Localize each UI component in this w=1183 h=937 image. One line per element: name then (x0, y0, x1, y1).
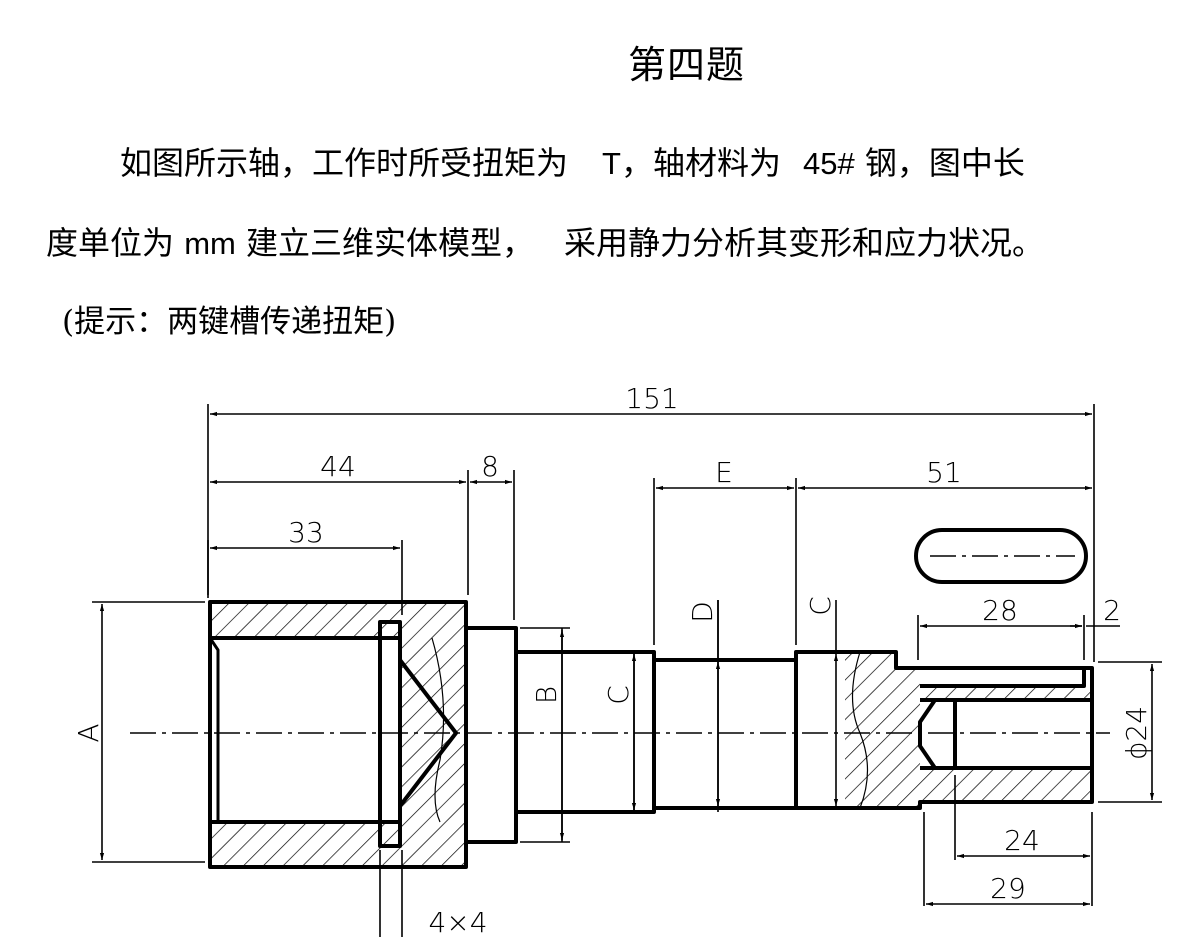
dim-8: 8 (481, 450, 499, 483)
dim-2: 2 (1103, 594, 1121, 627)
problem-paragraph-1: 如图所示轴，工作时所受扭矩为 T，轴材料为 45# 钢，图中长 (120, 138, 1025, 184)
shaft-outline (208, 528, 1094, 869)
dim-D: D (686, 601, 719, 623)
para2-text-a: 度单位为 (46, 224, 175, 262)
problem-title: 第四题 (628, 43, 746, 87)
para1-text-c: 钢，图中长 (864, 144, 1025, 182)
problem-paragraph-2: 度单位为 mm 建立三维实体模型， 采用静力分析其变形和应力状况。 (46, 218, 1044, 264)
dim-28: 28 (982, 594, 1018, 627)
dim-phi24: ϕ24 (1120, 706, 1153, 760)
length-unit: mm (184, 226, 236, 261)
dim-29: 29 (990, 872, 1026, 905)
dim-C-left: C (602, 685, 635, 705)
torque-symbol: T (602, 146, 621, 181)
para2-text-b: 建立三维实体模型， (246, 224, 535, 262)
steel-grade: 45# (802, 146, 855, 181)
dim-B: B (530, 686, 563, 704)
dim-C-right: C (804, 596, 837, 616)
dim-51: 51 (926, 456, 962, 489)
dim-E: E (715, 456, 733, 489)
dim-151: 151 (625, 382, 678, 415)
dim-A: A (72, 723, 105, 742)
dim-key-4x4: 4×4 (428, 906, 487, 937)
para2-text-c: 采用静力分析其变形和应力状况。 (564, 224, 1045, 262)
dim-44: 44 (320, 450, 356, 483)
hatched-sections (210, 602, 1092, 867)
para1-text-a: 如图所示轴，工作时所受扭矩为 (120, 144, 569, 182)
dim-33: 33 (288, 516, 324, 549)
dim-24: 24 (1004, 824, 1040, 857)
para1-text-b: ，轴材料为 (620, 144, 781, 182)
hint-text: (提示：两键槽传递扭矩) (62, 304, 397, 340)
dimension-lines (92, 404, 1162, 937)
